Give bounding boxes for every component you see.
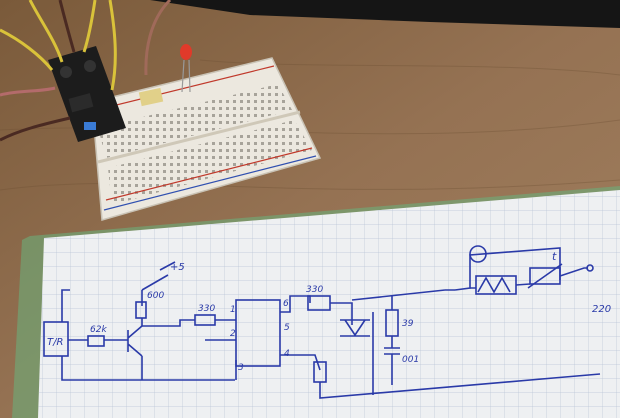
wires	[0, 0, 172, 142]
label-pin2: 2	[230, 329, 236, 339]
label-62k: 62k	[90, 325, 107, 335]
label-001: 001	[402, 355, 419, 365]
label-330b: 330	[306, 285, 323, 295]
label-330a: 330	[198, 304, 215, 314]
label-600: 600	[147, 291, 164, 301]
monitor-edge	[150, 0, 620, 28]
red-led	[180, 44, 192, 93]
label-pin3: 3	[238, 363, 244, 373]
label-220: 220	[592, 304, 611, 315]
sensor-module	[48, 46, 126, 142]
label-t: t	[552, 250, 557, 263]
label-pin4: 4	[284, 349, 290, 359]
schematic-drawing	[43, 245, 601, 399]
label-pin6: 6	[283, 299, 289, 309]
schematic-labels: T/R 62k 600 +5 330 330 1 2 3 4 5 6 39 00…	[47, 250, 611, 373]
label-pin5: 5	[284, 323, 290, 333]
label-pin1: 1	[230, 305, 236, 315]
small-component	[138, 87, 164, 107]
label-39: 39	[402, 319, 414, 329]
label-plus5: +5	[170, 262, 185, 273]
label-tr: T/R	[47, 337, 63, 348]
